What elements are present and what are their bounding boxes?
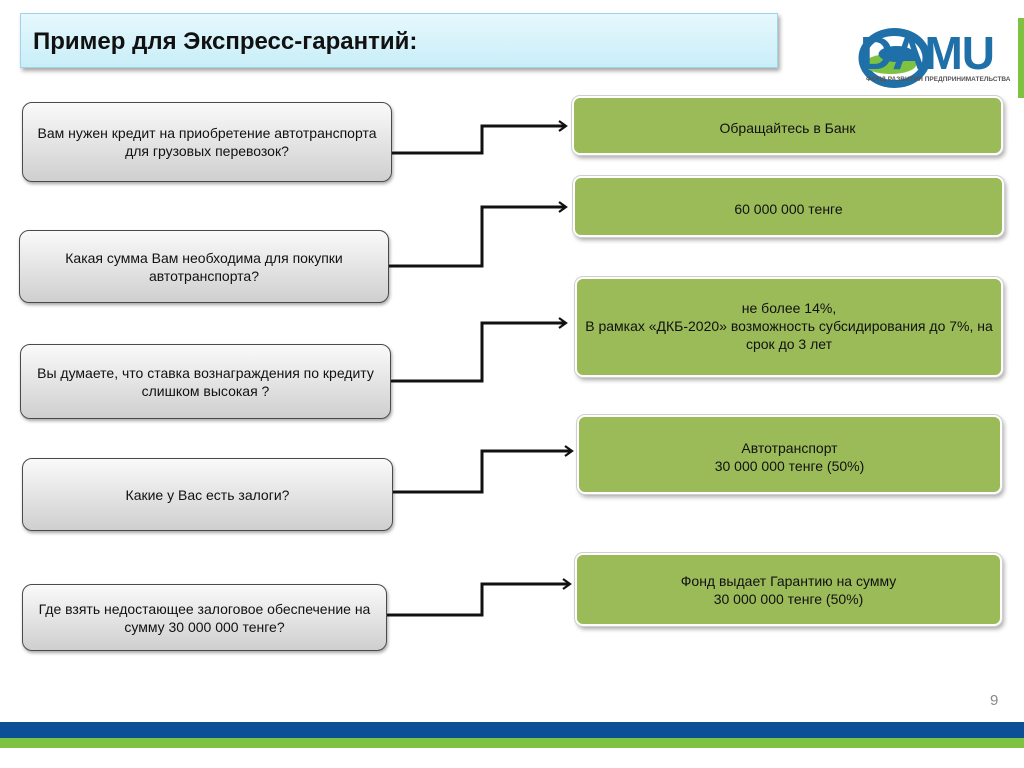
- question-box-1: Вам нужен кредит на приобретение автотра…: [22, 102, 392, 182]
- answer-box-4: Автотранспорт 30 000 000 тенге (50%): [577, 415, 1002, 494]
- arrow-5: [387, 578, 572, 617]
- question-box-4: Какие у Вас есть залоги?: [22, 458, 393, 531]
- question-text: Вам нужен кредит на приобретение автотра…: [37, 125, 377, 159]
- answer-box-2: 60 000 000 тенге: [573, 176, 1004, 237]
- answer-text: 60 000 000 тенге: [734, 201, 843, 217]
- answer-text: Автотранспорт 30 000 000 тенге (50%): [714, 440, 865, 474]
- question-text: Какие у Вас есть залоги?: [125, 486, 290, 503]
- arrow-1: [392, 120, 568, 155]
- question-text: Какая сумма Вам необходима для покупки а…: [65, 249, 343, 284]
- question-text: Где взять недостающее залоговое обеспече…: [38, 600, 371, 635]
- arrow-3: [391, 317, 568, 383]
- side-accent-strip: [1018, 18, 1024, 98]
- logo-name: DAMU: [860, 27, 995, 79]
- answer-text: Фонд выдает Гарантию на сумму 30 000 000…: [680, 573, 897, 607]
- question-text: Вы думаете, что ставка вознаграждения по…: [37, 364, 374, 399]
- answer-box-3: не более 14%, В рамках «ДКБ-2020» возмож…: [575, 277, 1003, 377]
- damu-logo-icon: [858, 28, 931, 88]
- question-box-5: Где взять недостающее залоговое обеспече…: [22, 584, 387, 651]
- arrow-2: [389, 201, 568, 268]
- answer-text: не более 14%, В рамках «ДКБ-2020» возмож…: [585, 300, 993, 352]
- footer-band-green: [0, 738, 1024, 748]
- answer-box-5: Фонд выдает Гарантию на сумму 30 000 000…: [575, 553, 1002, 626]
- page-number: 9: [990, 692, 999, 709]
- answer-box-1: Обращайтесь в Банк: [572, 96, 1003, 155]
- question-box-2: Какая сумма Вам необходима для покупки а…: [19, 230, 389, 303]
- logo-subtitle: ФОНД РАЗВИТИЯ ПРЕДПРИНИМАТЕЛЬСТВА: [866, 76, 1011, 83]
- page-title: Пример для Экспресс-гарантий:: [33, 28, 418, 55]
- answer-text: Обращайтесь в Банк: [719, 120, 856, 136]
- arrow-4: [393, 445, 574, 494]
- question-box-3: Вы думаете, что ставка вознаграждения по…: [20, 344, 391, 419]
- footer-band-blue: [0, 722, 1024, 738]
- title-bar: Пример для Экспресс-гарантий:: [20, 13, 778, 68]
